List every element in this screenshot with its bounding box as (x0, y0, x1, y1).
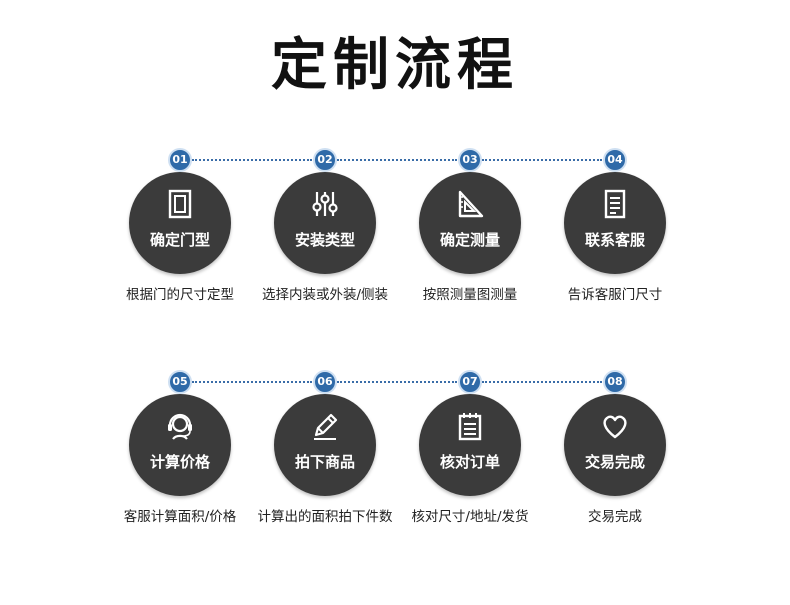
step-number-badge: 03 (458, 148, 482, 172)
step-description: 交易完成 (588, 509, 642, 525)
step-label: 确定门型 (149, 231, 210, 249)
step-circle: 确定测量 (419, 172, 521, 274)
door-frame-icon (168, 189, 192, 219)
step-label: 拍下商品 (294, 453, 355, 471)
step-circle: 联系客服 (564, 172, 666, 274)
flow-connector (482, 381, 602, 383)
step-circle: 确定门型 (129, 172, 231, 274)
flow-row-1: 01 确定门型 根据门的尺寸定型 02 安装类型 选择内装或外装/侧装 03 (0, 148, 790, 318)
flow-connector (192, 381, 312, 383)
step-label: 计算价格 (149, 453, 210, 471)
step-number-badge: 07 (458, 370, 482, 394)
step-label: 交易完成 (584, 453, 645, 471)
step-description: 按照测量图测量 (422, 287, 518, 303)
step-circle: 交易完成 (564, 394, 666, 496)
step-label: 核对订单 (439, 453, 500, 471)
set-square-ruler-icon (458, 190, 484, 218)
step-number-badge: 02 (313, 148, 337, 172)
step-number-badge: 04 (603, 148, 627, 172)
step-circle: 安装类型 (274, 172, 376, 274)
flow-connector (337, 381, 457, 383)
step-number-badge: 01 (168, 148, 192, 172)
step-label: 安装类型 (294, 231, 355, 249)
page-title: 定制流程 (271, 33, 519, 98)
flow-row-2: 05 计算价格 客服计算面积/价格 06 拍下商品 计算出的面 (0, 370, 790, 540)
document-icon (604, 189, 626, 219)
step-description: 选择内装或外装/侧装 (261, 287, 389, 303)
step-description: 根据门的尺寸定型 (126, 287, 234, 303)
step-description: 计算出的面积拍下件数 (257, 509, 393, 525)
headset-support-icon (168, 413, 192, 440)
flow-connector (337, 159, 457, 161)
flow-connector (482, 159, 602, 161)
step-circle: 核对订单 (419, 394, 521, 496)
step-label: 联系客服 (584, 231, 645, 249)
pencil-icon (314, 413, 338, 440)
step-description: 告诉客服门尺寸 (567, 287, 663, 303)
notepad-icon (458, 413, 482, 441)
step-description: 核对尺寸/地址/发货 (411, 509, 529, 525)
sliders-icon (312, 192, 338, 216)
flow-connector (192, 159, 312, 161)
step-number-badge: 05 (168, 370, 192, 394)
step-circle: 计算价格 (129, 394, 231, 496)
step-label: 确定测量 (439, 231, 500, 249)
step-number-badge: 06 (313, 370, 337, 394)
heart-icon (603, 415, 627, 439)
step-number-badge: 08 (603, 370, 627, 394)
step-circle: 拍下商品 (274, 394, 376, 496)
step-description: 客服计算面积/价格 (123, 509, 237, 525)
